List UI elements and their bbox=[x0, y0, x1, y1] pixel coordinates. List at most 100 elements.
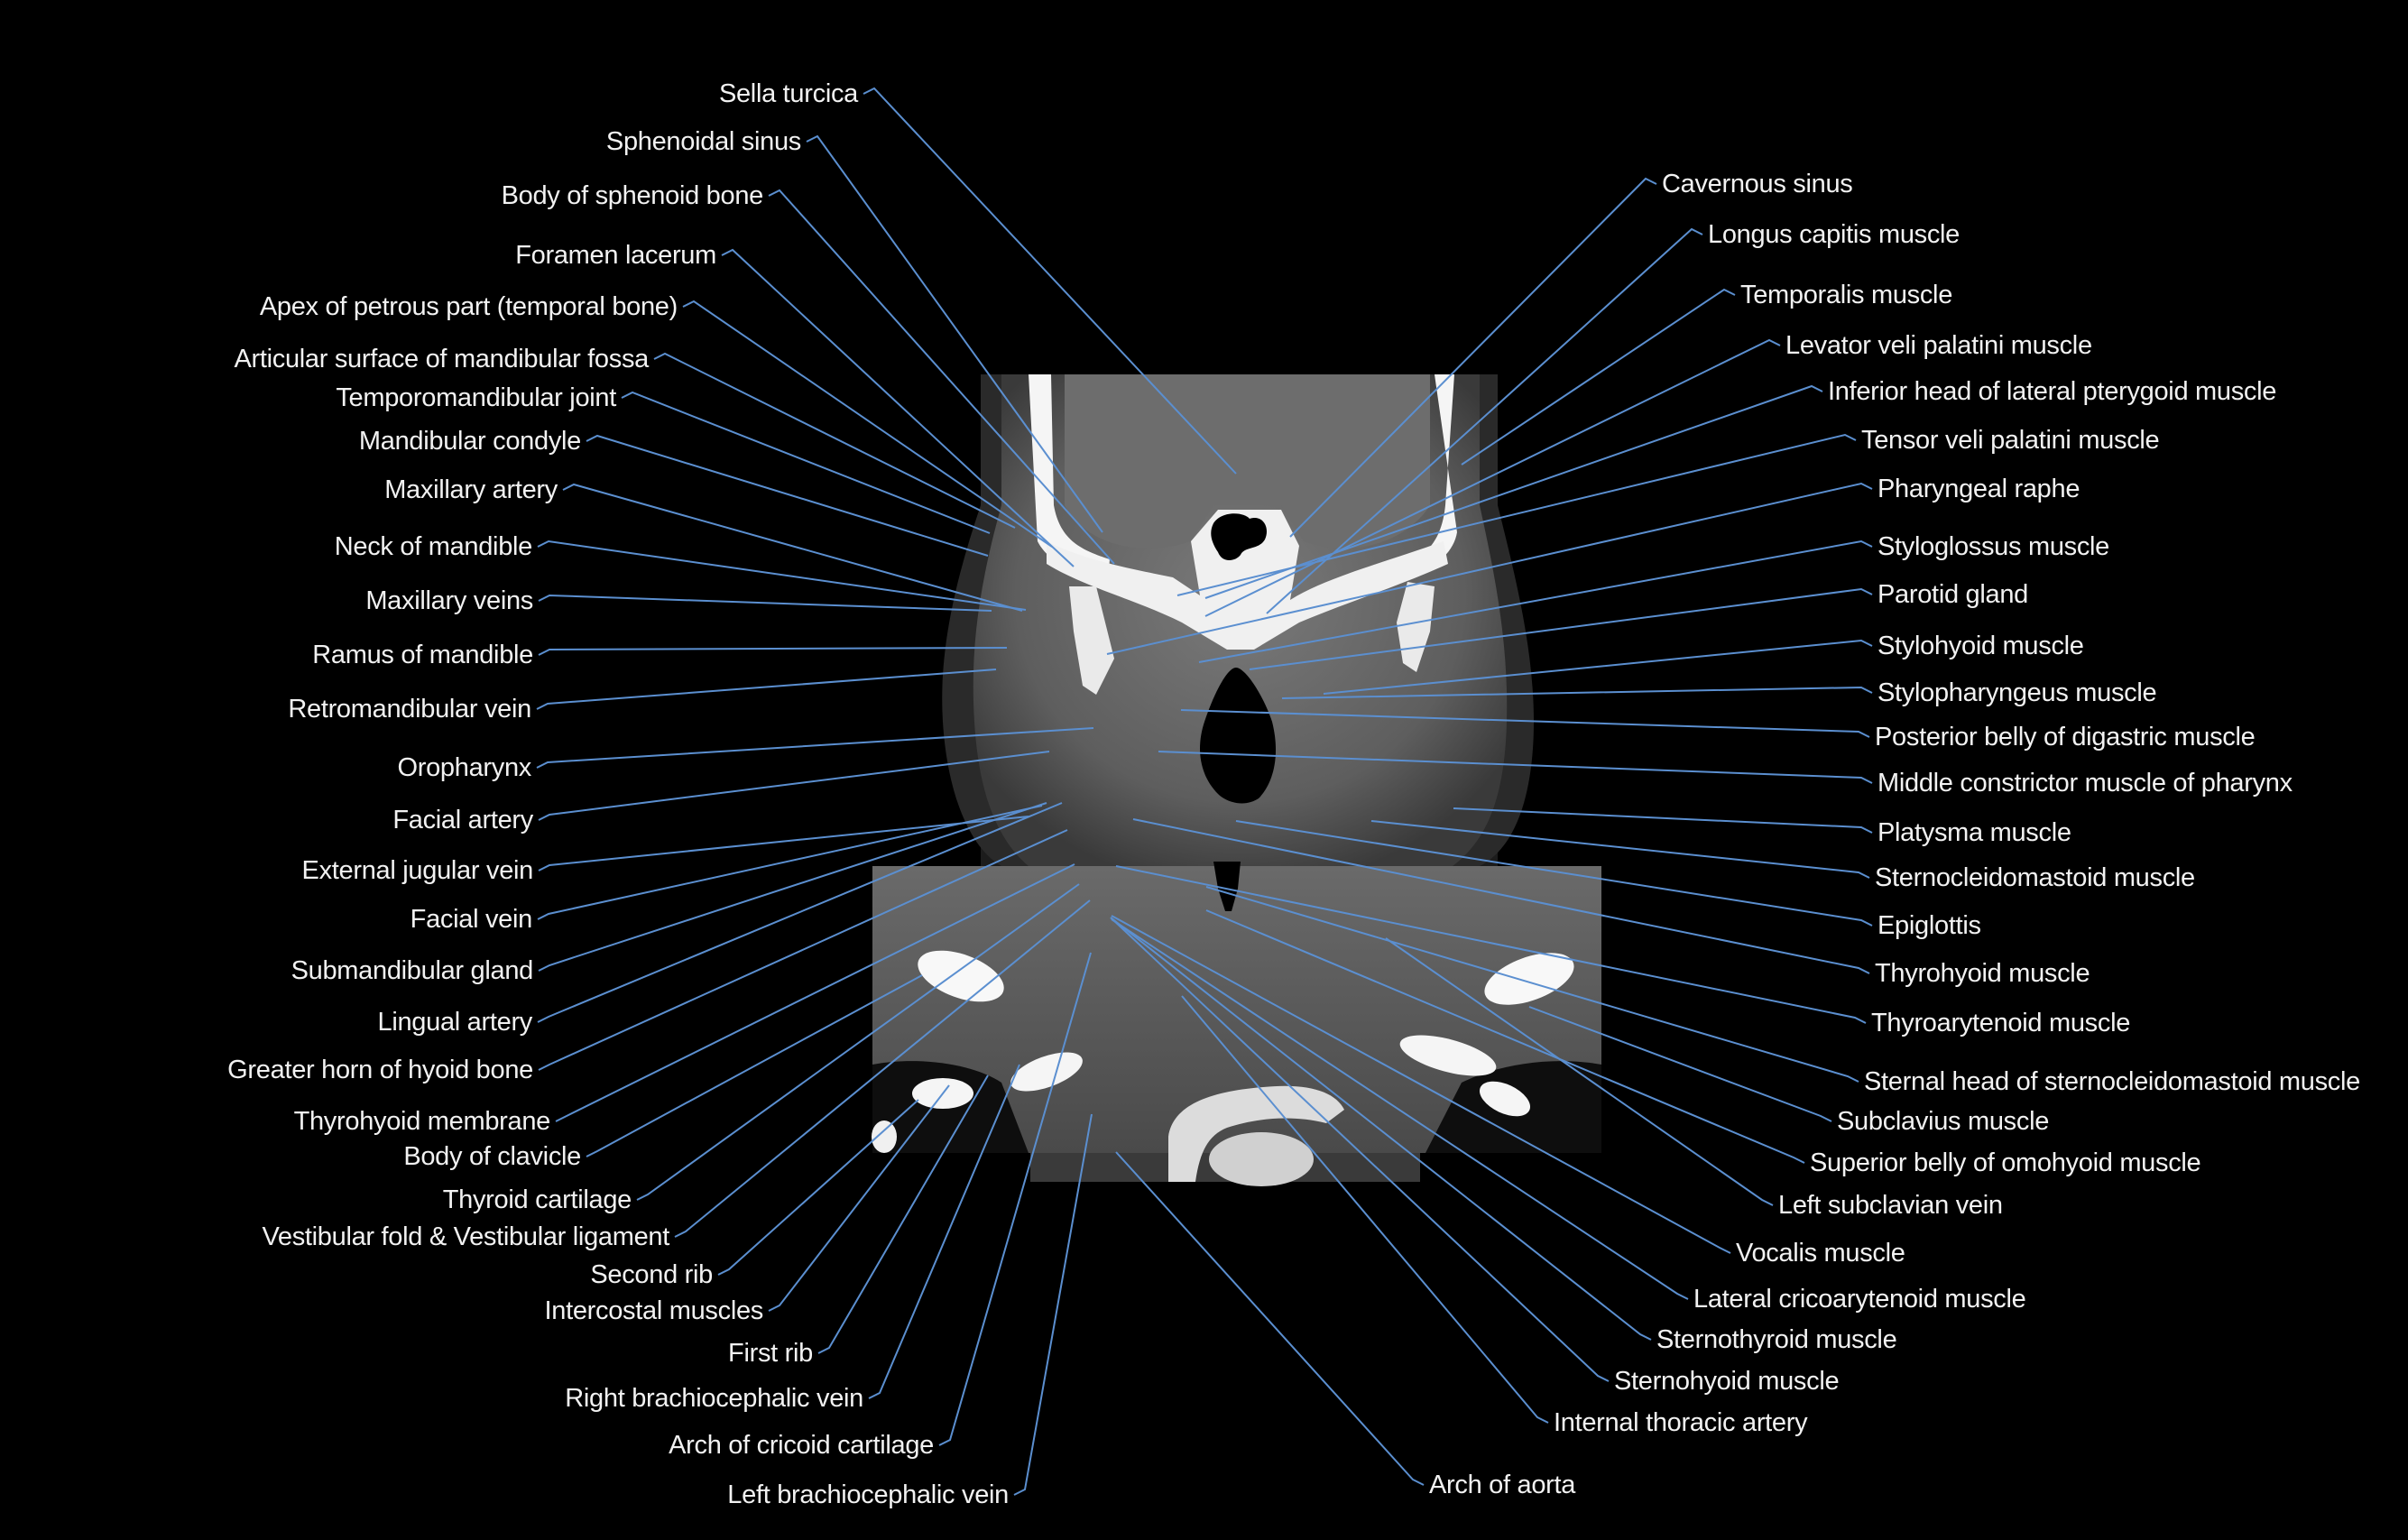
label-stylohyoid-muscle: Stylohyoid muscle bbox=[1878, 632, 2084, 660]
label-arch-of-aorta: Arch of aorta bbox=[1429, 1471, 1576, 1499]
oropharynx-air bbox=[1200, 668, 1277, 804]
label-facial-artery: Facial artery bbox=[392, 806, 533, 835]
label-greater-horn-of-hyoid-bone: Greater horn of hyoid bone bbox=[227, 1056, 533, 1084]
aortic-arch bbox=[1168, 1085, 1344, 1182]
skull-left bbox=[1029, 374, 1110, 577]
label-sphenoidal-sinus: Sphenoidal sinus bbox=[605, 127, 801, 156]
left-first-rib bbox=[1399, 1035, 1497, 1076]
label-maxillary-veins: Maxillary veins bbox=[365, 586, 533, 615]
label-sternothyroid-muscle: Sternothyroid muscle bbox=[1656, 1325, 1897, 1354]
leader-sternothyroid-muscle bbox=[1110, 917, 1652, 1341]
sphenoid-sinus-air bbox=[1211, 513, 1268, 560]
label-sternohyoid-muscle: Sternohyoid muscle bbox=[1614, 1367, 1840, 1396]
leader-body-of-clavicle bbox=[586, 974, 923, 1157]
label-sternocleidomastoid-muscle: Sternocleidomastoid muscle bbox=[1875, 863, 2195, 892]
label-mandibular-condyle: Mandibular condyle bbox=[358, 427, 581, 456]
label-left-brachiocephalic-vein: Left brachiocephalic vein bbox=[727, 1480, 1009, 1509]
leader-platysma-muscle bbox=[1453, 807, 1873, 834]
label-temporomandibular-joint: Temporomandibular joint bbox=[336, 383, 616, 412]
label-tensor-veli-palatini-muscle: Tensor veli palatini muscle bbox=[1861, 426, 2160, 455]
right-first-rib bbox=[1010, 1052, 1083, 1092]
leader-thyrohyoid-muscle bbox=[1132, 818, 1870, 974]
label-maxillary-artery: Maxillary artery bbox=[384, 475, 558, 504]
label-lateral-cricoarytenoid-muscle: Lateral cricoarytenoid muscle bbox=[1693, 1285, 2026, 1314]
label-retromandibular-vein: Retromandibular vein bbox=[288, 695, 531, 724]
label-thyrohyoid-muscle: Thyrohyoid muscle bbox=[1875, 959, 2090, 988]
leader-sternocleidomastoid-muscle bbox=[1370, 820, 1870, 879]
label-lingual-artery: Lingual artery bbox=[377, 1008, 532, 1037]
label-vocalis-muscle: Vocalis muscle bbox=[1736, 1239, 1905, 1268]
leader-sternohyoid-muscle bbox=[1110, 917, 1610, 1382]
label-apex-of-petrous-part-temporal-bone: Apex of petrous part (temporal bone) bbox=[259, 292, 678, 321]
label-second-rib: Second rib bbox=[590, 1260, 713, 1289]
leader-neck-of-mandible bbox=[537, 539, 1027, 611]
leader-second-rib bbox=[717, 1099, 919, 1276]
leader-epiglottis bbox=[1235, 820, 1873, 927]
label-vestibular-fold-vestibular-ligament: Vestibular fold & Vestibular ligament bbox=[262, 1222, 669, 1251]
leader-sphenoidal-sinus bbox=[806, 134, 1103, 533]
label-external-jugular-vein: External jugular vein bbox=[301, 856, 534, 885]
leader-left-brachiocephalic-vein bbox=[1013, 1113, 1093, 1496]
leader-right-brachiocephalic-vein bbox=[868, 1064, 1020, 1399]
leader-mandibular-condyle bbox=[586, 434, 989, 557]
leader-posterior-belly-of-digastric-muscle bbox=[1180, 709, 1870, 738]
leader-temporalis-muscle bbox=[1461, 288, 1736, 466]
label-inferior-head-of-lateral-pterygoid-muscle: Inferior head of lateral pterygoid muscl… bbox=[1828, 377, 2277, 406]
leader-greater-horn-of-hyoid-bone bbox=[538, 829, 1068, 1071]
label-styloglossus-muscle: Styloglossus muscle bbox=[1878, 532, 2110, 561]
leader-thyrohyoid-membrane bbox=[555, 863, 1075, 1122]
brain-region bbox=[1065, 374, 1430, 549]
leader-temporomandibular-joint bbox=[621, 391, 991, 534]
label-epiglottis: Epiglottis bbox=[1878, 911, 1981, 940]
label-thyroarytenoid-muscle: Thyroarytenoid muscle bbox=[1871, 1009, 2131, 1037]
leader-sternal-head-of-sternocleidomastoid-muscle bbox=[1205, 886, 1859, 1083]
label-body-of-sphenoid-bone: Body of sphenoid bone bbox=[501, 181, 764, 210]
label-levator-veli-palatini-muscle: Levator veli palatini muscle bbox=[1785, 331, 2092, 360]
leader-subclavius-muscle bbox=[1528, 1006, 1832, 1122]
leader-vocalis-muscle bbox=[1111, 915, 1731, 1254]
leader-apex-of-petrous-part-temporal-bone bbox=[682, 300, 1053, 548]
leader-cavernous-sinus bbox=[1289, 177, 1657, 538]
skull-right bbox=[1389, 374, 1457, 582]
rib-fragment bbox=[872, 1120, 897, 1153]
label-intercostal-muscles: Intercostal muscles bbox=[544, 1296, 764, 1325]
leader-stylohyoid-muscle bbox=[1323, 639, 1873, 695]
skull-base bbox=[1047, 510, 1448, 650]
leader-sella-turcica bbox=[863, 87, 1237, 475]
label-cavernous-sinus: Cavernous sinus bbox=[1662, 170, 1853, 198]
left-second-rib bbox=[1479, 1081, 1531, 1117]
leader-internal-thoracic-artery bbox=[1181, 995, 1549, 1424]
leader-facial-vein bbox=[537, 805, 1043, 920]
label-pharyngeal-raphe: Pharyngeal raphe bbox=[1878, 475, 2080, 503]
label-thyrohyoid-membrane: Thyrohyoid membrane bbox=[293, 1107, 551, 1136]
label-foramen-lacerum: Foramen lacerum bbox=[515, 241, 716, 270]
label-longus-capitis-muscle: Longus capitis muscle bbox=[1708, 220, 1961, 249]
leader-inferior-head-of-lateral-pterygoid-muscle bbox=[1204, 384, 1823, 599]
leader-styloglossus-muscle bbox=[1198, 539, 1873, 663]
leader-stylopharyngeus-muscle bbox=[1281, 686, 1873, 699]
leader-tensor-veli-palatini-muscle bbox=[1176, 433, 1857, 596]
leader-articular-surface-of-mandibular-fossa bbox=[653, 352, 1016, 529]
label-internal-thoracic-artery: Internal thoracic artery bbox=[1554, 1408, 1808, 1437]
label-thyroid-cartilage: Thyroid cartilage bbox=[442, 1185, 632, 1214]
leader-lateral-cricoarytenoid-muscle bbox=[1111, 918, 1689, 1300]
leader-middle-constrictor-muscle-of-pharynx bbox=[1158, 751, 1873, 784]
label-stylopharyngeus-muscle: Stylopharyngeus muscle bbox=[1878, 678, 2157, 707]
leader-levator-veli-palatini-muscle bbox=[1204, 338, 1781, 617]
label-parotid-gland: Parotid gland bbox=[1878, 580, 2028, 609]
leader-lingual-artery bbox=[537, 802, 1063, 1023]
leader-maxillary-veins bbox=[538, 594, 992, 612]
leader-retromandibular-vein bbox=[536, 669, 997, 710]
label-left-subclavian-vein: Left subclavian vein bbox=[1778, 1191, 2003, 1220]
label-submandibular-gland: Submandibular gland bbox=[291, 956, 534, 985]
label-superior-belly-of-omohyoid-muscle: Superior belly of omohyoid muscle bbox=[1810, 1148, 2201, 1177]
leader-arch-of-aorta bbox=[1115, 1151, 1425, 1486]
mandible-left bbox=[1069, 586, 1114, 695]
label-subclavius-muscle: Subclavius muscle bbox=[1837, 1107, 2050, 1136]
label-neck-of-mandible: Neck of mandible bbox=[334, 532, 533, 561]
leader-foramen-lacerum bbox=[721, 248, 1075, 567]
leader-first-rib bbox=[817, 1074, 989, 1354]
label-first-rib: First rib bbox=[728, 1339, 813, 1368]
leader-external-jugular-vein bbox=[538, 816, 1029, 871]
